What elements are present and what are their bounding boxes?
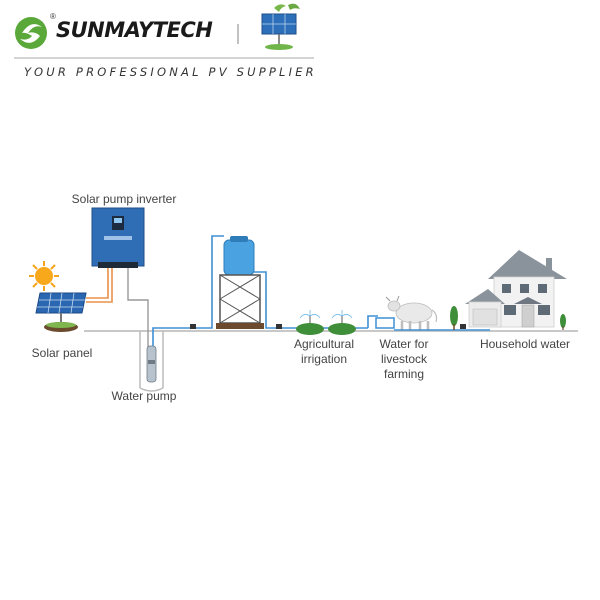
pump-cable [127, 268, 149, 360]
header-solar-panel-icon [261, 3, 300, 50]
brand-name: SUNMAYTECH [56, 18, 213, 42]
label-livestock-line1: Water for [379, 337, 429, 351]
label-inverter: Solar pump inverter [71, 192, 177, 206]
solar-panel-icon [35, 292, 87, 332]
inverter-icon [91, 207, 145, 268]
label-livestock-line2: livestock [380, 352, 427, 366]
registered-mark: ® [50, 12, 56, 21]
valve-icon-2 [276, 324, 282, 329]
water-tank-icon [216, 236, 264, 329]
tree-icon [450, 306, 566, 330]
label-irrigation: Agricultural irrigation [284, 337, 364, 367]
dc-cable-2 [86, 268, 113, 303]
brand-logo-icon [15, 17, 47, 49]
water-pipe-main [152, 235, 224, 346]
cow-icon [385, 295, 438, 331]
label-livestock-line3: farming [383, 367, 424, 381]
water-pump-icon [146, 345, 157, 383]
label-household: Household water [479, 337, 571, 351]
water-pipe-tank-out [254, 271, 368, 329]
sprinkler-icon [296, 310, 356, 335]
valve-icon [190, 324, 196, 329]
sun-icon [29, 261, 59, 291]
house-icon [465, 250, 567, 328]
label-solar-panel: Solar panel [31, 346, 93, 360]
label-water-pump: Water pump [111, 389, 177, 403]
label-irrigation-line1: Agricultural [293, 337, 355, 351]
dc-cable [86, 268, 109, 299]
label-livestock: Water for livestock farming [364, 337, 444, 382]
borehole [139, 331, 164, 392]
tagline: YOUR PROFESSIONAL PV SUPPLIER [24, 65, 317, 79]
water-pipe-livestock [367, 315, 378, 328]
water-trough-icon [375, 317, 395, 329]
label-irrigation-line2: irrigation [300, 352, 348, 366]
valve-icon-3 [460, 324, 466, 329]
